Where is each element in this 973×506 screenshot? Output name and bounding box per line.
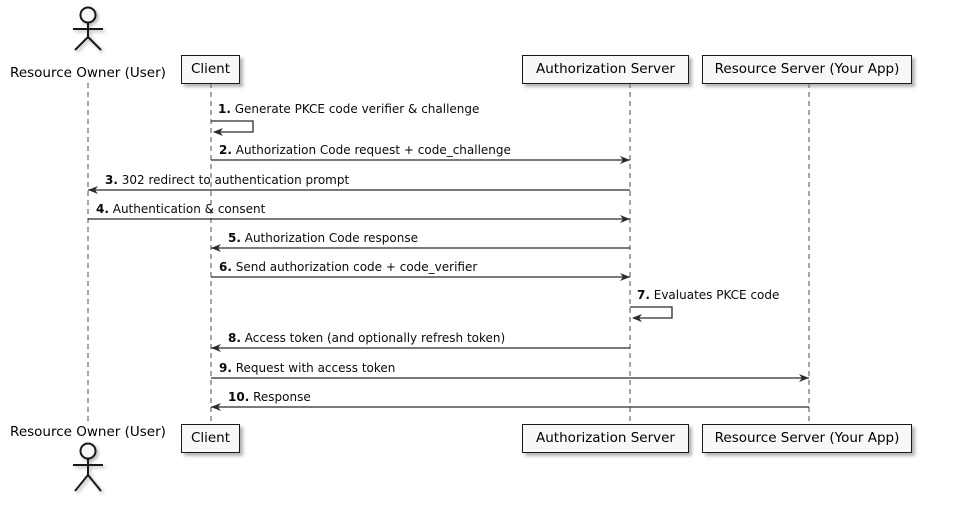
arrowhead [88, 186, 98, 194]
message-10-label: 10. Response [228, 390, 311, 404]
message-text: Authentication & consent [108, 202, 266, 216]
message-9-label: 9. Request with access token [219, 361, 395, 375]
participant-authorization-server-top: Authorization Server [522, 55, 689, 84]
message-text: Send authorization code + code_verifier [231, 260, 478, 274]
arrowhead [211, 344, 221, 352]
actor-label-bottom: Resource Owner (User) [10, 424, 166, 440]
participant-resource-server-bottom: Resource Server (Your App) [702, 424, 912, 453]
message-5-label: 5. Authorization Code response [228, 231, 418, 245]
message-number: 8. [228, 331, 241, 345]
participant-resource-server-top: Resource Server (Your App) [702, 55, 912, 84]
message-7-self-arrow [630, 306, 673, 319]
arrowhead [799, 374, 809, 382]
message-text: Response [249, 390, 311, 404]
message-number: 6. [219, 260, 232, 274]
message-text: Access token (and optionally refresh tok… [240, 331, 506, 345]
arrowhead [632, 314, 642, 322]
message-number: 9. [219, 361, 232, 375]
actor-label-top: Resource Owner (User) [10, 65, 166, 81]
message-1-self-arrow [211, 120, 254, 133]
message-text: Generate PKCE code verifier & challenge [230, 102, 480, 116]
arrowhead [620, 215, 630, 223]
message-1-label: 1. Generate PKCE code verifier & challen… [218, 102, 479, 116]
message-number: 10. [228, 390, 250, 404]
actor-icon [73, 442, 103, 492]
message-text: 302 redirect to authentication prompt [117, 173, 350, 187]
message-6-label: 6. Send authorization code + code_verifi… [219, 260, 477, 274]
message-2-label: 2. Authorization Code request + code_cha… [219, 143, 511, 157]
arrowhead [620, 156, 630, 164]
arrowhead [211, 403, 221, 411]
message-number: 5. [228, 231, 241, 245]
message-3-label: 3. 302 redirect to authentication prompt [105, 173, 349, 187]
arrowhead [213, 128, 223, 136]
message-number: 7. [637, 288, 650, 302]
message-7-label: 7. Evaluates PKCE code [637, 288, 779, 302]
actor-icon [73, 6, 103, 51]
participant-client-bottom: Client [181, 424, 240, 453]
message-text: Request with access token [231, 361, 396, 375]
arrowhead [211, 244, 221, 252]
participant-authorization-server-bottom: Authorization Server [522, 424, 689, 453]
message-text: Evaluates PKCE code [649, 288, 780, 302]
message-text: Authorization Code response [240, 231, 418, 245]
participant-client-top: Client [181, 55, 240, 84]
message-number: 3. [105, 173, 118, 187]
message-number: 2. [219, 143, 232, 157]
message-8-label: 8. Access token (and optionally refresh … [228, 331, 505, 345]
message-4-label: 4. Authentication & consent [96, 202, 265, 216]
message-number: 1. [218, 102, 231, 116]
arrowhead [620, 273, 630, 281]
message-number: 4. [96, 202, 109, 216]
message-text: Authorization Code request + code_challe… [231, 143, 511, 157]
